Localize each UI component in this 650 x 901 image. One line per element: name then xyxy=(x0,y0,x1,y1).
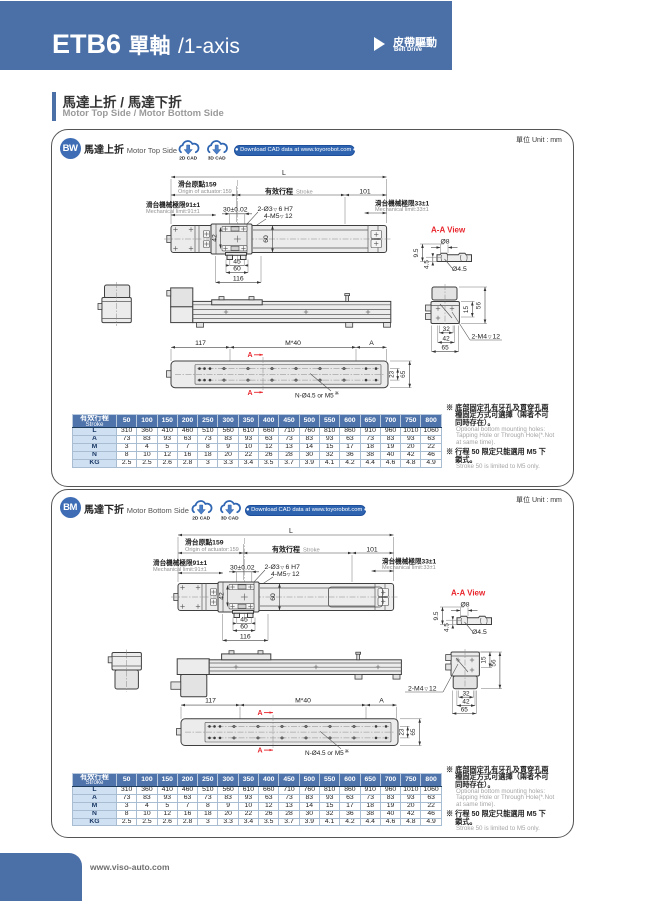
svg-text:2D CAD: 2D CAD xyxy=(179,155,197,161)
svg-text:3D CAD: 3D CAD xyxy=(221,515,239,521)
svg-text:2D CAD: 2D CAD xyxy=(192,515,210,521)
svg-text:3D CAD: 3D CAD xyxy=(208,155,226,161)
